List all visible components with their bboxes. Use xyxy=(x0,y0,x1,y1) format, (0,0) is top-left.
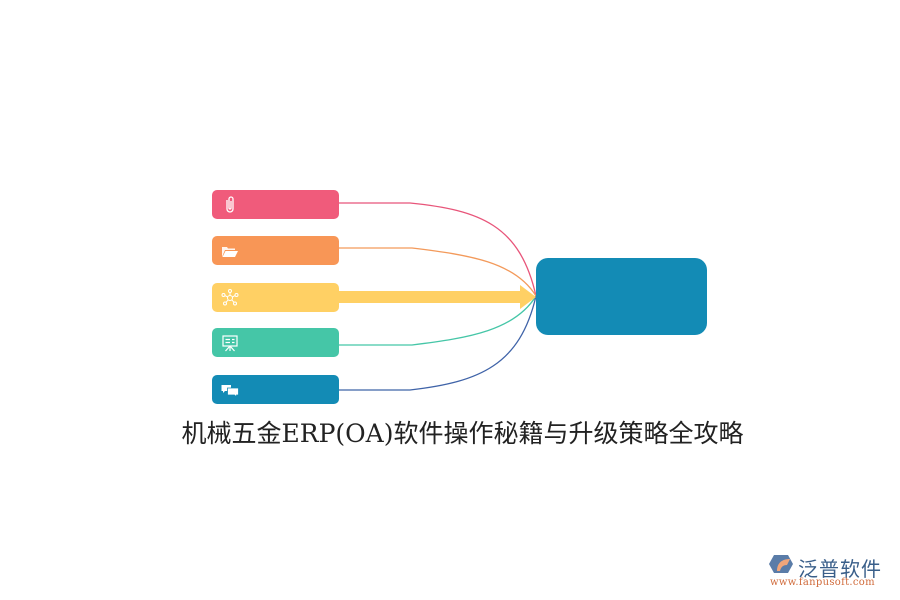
link-n5 xyxy=(339,295,537,391)
node-1[interactable] xyxy=(212,190,339,219)
link-n4 xyxy=(339,295,537,346)
node-4[interactable] xyxy=(212,328,339,357)
watermark-logo: 泛普软件 www.fanpusoft.com xyxy=(768,553,893,593)
network-icon xyxy=(221,289,239,306)
paperclip-icon xyxy=(226,196,234,213)
node-3[interactable] xyxy=(212,283,339,312)
node-2[interactable] xyxy=(212,236,339,265)
chat-bubbles-icon xyxy=(221,385,239,398)
presentation-board-icon xyxy=(222,335,238,352)
link-n1 xyxy=(339,202,537,297)
watermark-url: www.fanpusoft.com xyxy=(770,577,875,588)
folder-open-icon xyxy=(222,247,238,257)
link-n2 xyxy=(339,247,537,297)
node-5[interactable] xyxy=(212,375,339,404)
link-n3-arrow xyxy=(339,285,536,309)
diagram-title: 机械五金ERP(OA)软件操作秘籍与升级策略全攻略 xyxy=(181,419,744,448)
fanpu-logo-icon xyxy=(769,555,793,573)
center-node[interactable] xyxy=(536,258,707,335)
watermark-brand: 泛普软件 xyxy=(798,557,882,581)
